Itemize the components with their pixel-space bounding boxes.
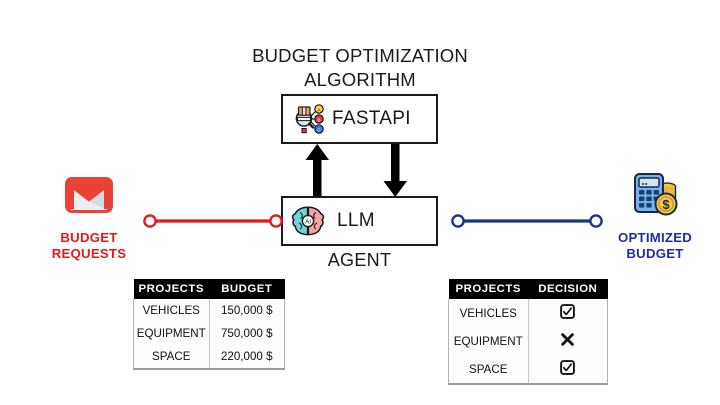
- decision-cell-value: [527, 327, 608, 355]
- table-row: EQUIPMENT: [448, 327, 608, 355]
- decision-header-decision: DECISION: [528, 279, 608, 299]
- budget-header-budget: BUDGET: [209, 279, 285, 299]
- decision-table: PROJECTS DECISION VEHICLES EQUIPMENT: [448, 279, 608, 385]
- table-header-row: PROJECTS DECISION: [448, 279, 608, 299]
- budget-requests-caption: BUDGET REQUESTS: [30, 230, 148, 262]
- gmail-icon: [65, 177, 113, 213]
- table-row: VEHICLES: [448, 299, 608, 327]
- checkbox-checked-icon: [560, 360, 576, 378]
- algorithm-title-line1: BUDGET OPTIMIZATION: [252, 45, 468, 66]
- budget-table: PROJECTS BUDGET VEHICLES 150,000 $ EQUIP…: [133, 279, 285, 370]
- algorithm-title: BUDGET OPTIMIZATION ALGORITHM: [240, 44, 480, 91]
- optimized-budget-connector: [451, 214, 603, 228]
- decision-cell-project: VEHICLES: [448, 299, 529, 327]
- fastapi-icon: A B C: [295, 104, 324, 134]
- svg-text:B: B: [317, 117, 320, 122]
- table-row: SPACE: [448, 355, 608, 385]
- table-row: EQUIPMENT 750,000 $: [133, 322, 285, 345]
- budget-header-projects: PROJECTS: [133, 279, 209, 299]
- budget-requests-connector: [143, 214, 283, 228]
- process-arrows: [305, 144, 407, 197]
- cross-mark-icon: [560, 332, 575, 350]
- calculator-coins-icon: $: [634, 173, 678, 216]
- svg-text:$: $: [662, 197, 670, 212]
- budget-requests-caption-line1: BUDGET: [60, 230, 118, 245]
- decision-cell-value: [527, 355, 608, 385]
- budget-cell-value: 220,000 $: [208, 345, 285, 370]
- optimized-budget-endpoint[interactable]: $ OPTIMIZED BUDGET: [600, 166, 710, 262]
- algorithm-title-line2: ALGORITHM: [304, 68, 416, 90]
- table-row: VEHICLES 150,000 $: [133, 299, 285, 322]
- optimized-budget-caption-line1: OPTIMIZED: [617, 230, 693, 245]
- agent-caption: AGENT: [327, 250, 392, 270]
- decision-cell-project: EQUIPMENT: [448, 327, 529, 355]
- optimized-budget-caption-line2: BUDGET: [626, 246, 684, 262]
- llm-label: LLM: [337, 210, 375, 231]
- decision-cell-value: [527, 299, 608, 327]
- svg-text:AI: AI: [305, 218, 311, 225]
- budget-cell-value: 150,000 $: [208, 299, 285, 322]
- optimized-budget-caption: OPTIMIZED BUDGET: [600, 230, 710, 262]
- fastapi-label: FASTAPI: [332, 108, 411, 129]
- svg-text:C: C: [317, 127, 321, 132]
- llm-agent-node[interactable]: AI LLM: [281, 196, 438, 246]
- llm-to-fastapi-arrow: [305, 144, 329, 197]
- fastapi-node[interactable]: A B C FASTAPI: [281, 94, 438, 144]
- budget-requests-endpoint[interactable]: BUDGET REQUESTS: [30, 168, 148, 262]
- fastapi-to-llm-arrow: [383, 144, 407, 197]
- budget-requests-caption-line2: REQUESTS: [51, 246, 127, 262]
- svg-text:A: A: [317, 107, 321, 112]
- decision-header-projects: PROJECTS: [448, 279, 528, 299]
- ai-brain-icon: AI: [291, 206, 325, 236]
- decision-cell-project: SPACE: [448, 355, 529, 385]
- budget-cell-project: EQUIPMENT: [133, 322, 210, 345]
- checkbox-checked-icon: [560, 304, 576, 322]
- budget-cell-value: 750,000 $: [208, 322, 285, 345]
- budget-cell-project: SPACE: [133, 345, 210, 370]
- table-header-row: PROJECTS BUDGET: [133, 279, 285, 299]
- budget-cell-project: VEHICLES: [133, 299, 210, 322]
- table-row: SPACE 220,000 $: [133, 345, 285, 370]
